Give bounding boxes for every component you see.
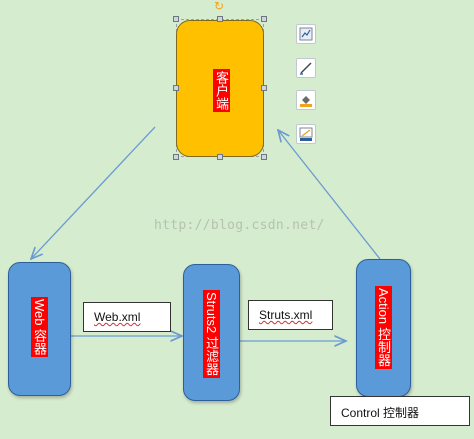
web-label: Web 容器 [31,297,48,358]
resize-handle-bm[interactable] [217,154,223,160]
action-controller-node[interactable]: Action 控制器 [356,259,411,397]
control-text: Control 控制器 [341,406,420,420]
resize-handle-tr[interactable] [261,16,267,22]
fill-bucket-icon[interactable] [296,90,316,110]
resize-handle-bl[interactable] [173,154,179,160]
client-label: 客户端 [213,69,230,112]
web-node[interactable]: Web 容器 [8,262,71,396]
struts2-filter-node[interactable]: Struts2 过滤器 [183,264,240,401]
web-xml-label-box[interactable]: Web.xml [83,302,171,332]
control-label-box[interactable]: Control 控制器 [330,396,470,426]
resize-handle-tm[interactable] [217,16,223,22]
web-xml-text: Web.xml [94,310,141,324]
arrow-action-to-client [278,130,381,260]
action-controller-label: Action 控制器 [375,286,392,369]
chart-layout-icon[interactable] [296,24,316,44]
resize-handle-ml[interactable] [173,85,179,91]
outline-color-icon[interactable] [296,124,316,144]
resize-handle-tl[interactable] [173,16,179,22]
struts2-filter-label: Struts2 过滤器 [203,290,220,378]
rotate-handle-icon[interactable]: ↻ [213,0,225,13]
client-node[interactable]: 客户端 [176,20,264,157]
resize-handle-br[interactable] [261,154,267,160]
resize-handle-mr[interactable] [261,85,267,91]
pen-style-icon[interactable] [296,58,316,78]
struts-xml-text: Struts.xml [259,308,313,322]
watermark: http://blog.csdn.net/ [154,218,325,233]
struts-xml-label-box[interactable]: Struts.xml [248,300,333,330]
arrow-client-to-web [31,126,156,259]
